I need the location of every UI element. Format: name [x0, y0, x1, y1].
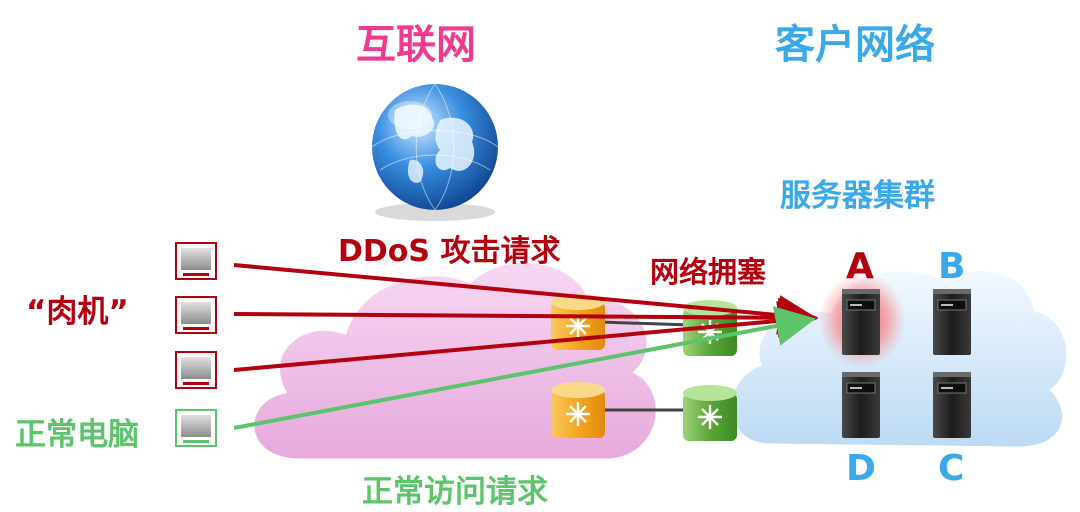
globe-icon: [371, 83, 499, 221]
link-line-top: [599, 320, 691, 327]
server-a-icon: [842, 289, 880, 355]
server-c-label: C: [938, 448, 965, 489]
congestion-label: 网络拥塞: [650, 255, 767, 289]
customer-network-title: 客户网络: [775, 22, 935, 68]
server-a-label: A: [846, 246, 874, 287]
zombie-computer-3-icon: [175, 351, 217, 389]
internet-title: 互联网: [356, 22, 476, 68]
normal-request-arrow: [233, 306, 816, 430]
zombie-computer-2-icon: [175, 296, 217, 334]
zombie-computer-1-icon: [175, 242, 217, 280]
normal-computer-icon: [175, 409, 217, 447]
zombies-label: “肉机”: [26, 294, 129, 330]
router-green-bottom-icon: [683, 385, 737, 441]
server-cluster-label: 服务器集群: [780, 178, 935, 214]
ddos-requests-label: DDoS 攻击请求: [338, 234, 561, 269]
server-c-icon: [933, 372, 971, 438]
attack-arrow-1: [233, 263, 818, 335]
server-d-label: D: [846, 448, 876, 489]
server-b-icon: [933, 289, 971, 355]
server-b-label: B: [938, 246, 966, 287]
router-orange-bottom-icon: [551, 382, 605, 438]
server-d-icon: [842, 372, 880, 438]
normal-pc-label: 正常电脑: [15, 417, 139, 453]
attack-arrow-2: [233, 297, 818, 338]
normal-requests-label: 正常访问请求: [362, 474, 548, 510]
attack-arrow-3: [233, 300, 818, 372]
